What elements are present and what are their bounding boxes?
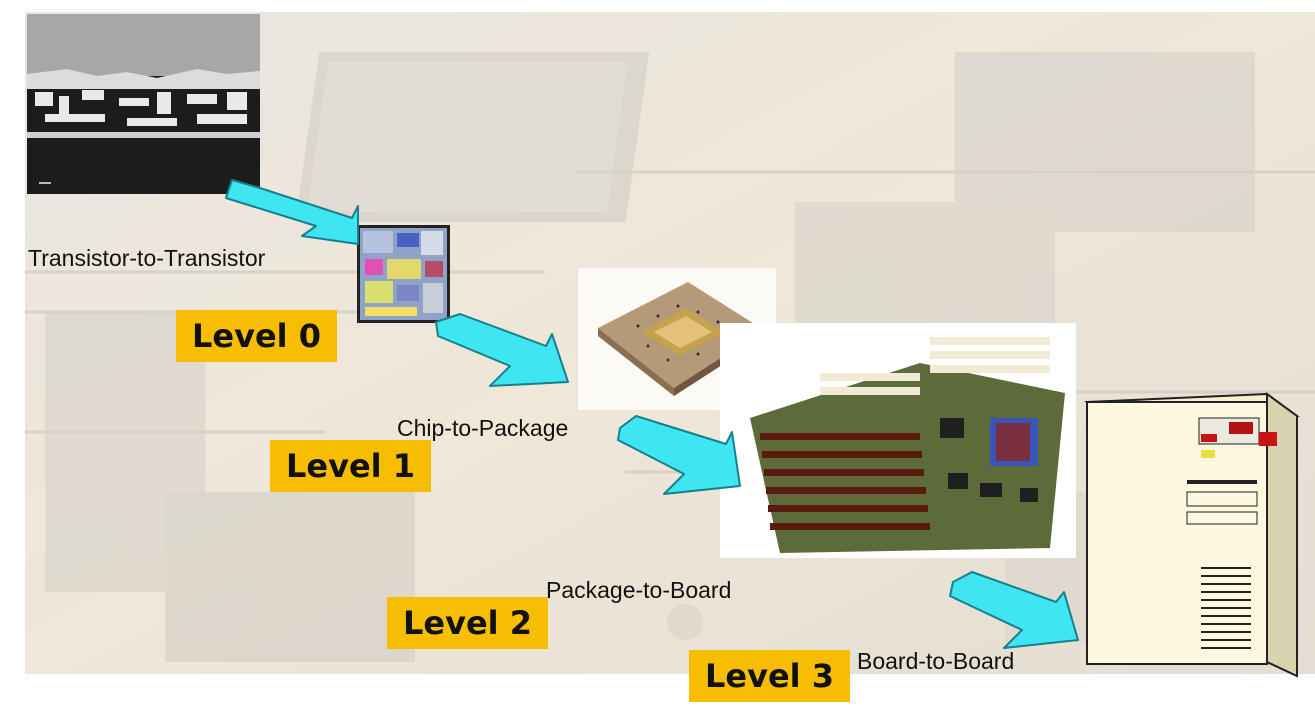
arrow-2-icon — [617, 415, 741, 495]
computer-tower-image — [1084, 392, 1300, 678]
caption-package-to-board: Package-to-Board — [546, 577, 732, 603]
arrow-1-icon — [435, 313, 569, 387]
transistor-cross-section-image — [27, 14, 260, 194]
caption-chip-to-package: Chip-to-Package — [397, 415, 569, 441]
arrow-3-icon — [949, 571, 1079, 649]
chip-die-image — [357, 225, 450, 323]
arrow-0-icon — [225, 179, 359, 245]
level-1-badge: Level 1 — [270, 440, 432, 492]
level-0-badge: Level 0 — [176, 310, 338, 362]
motherboard-image — [720, 323, 1076, 558]
level-3-badge: Level 3 — [689, 650, 851, 702]
caption-board-to-board: Board-to-Board — [857, 648, 1015, 674]
level-2-badge: Level 2 — [387, 597, 549, 649]
caption-transistor-to-transistor: Transistor-to-Transistor — [28, 245, 266, 271]
